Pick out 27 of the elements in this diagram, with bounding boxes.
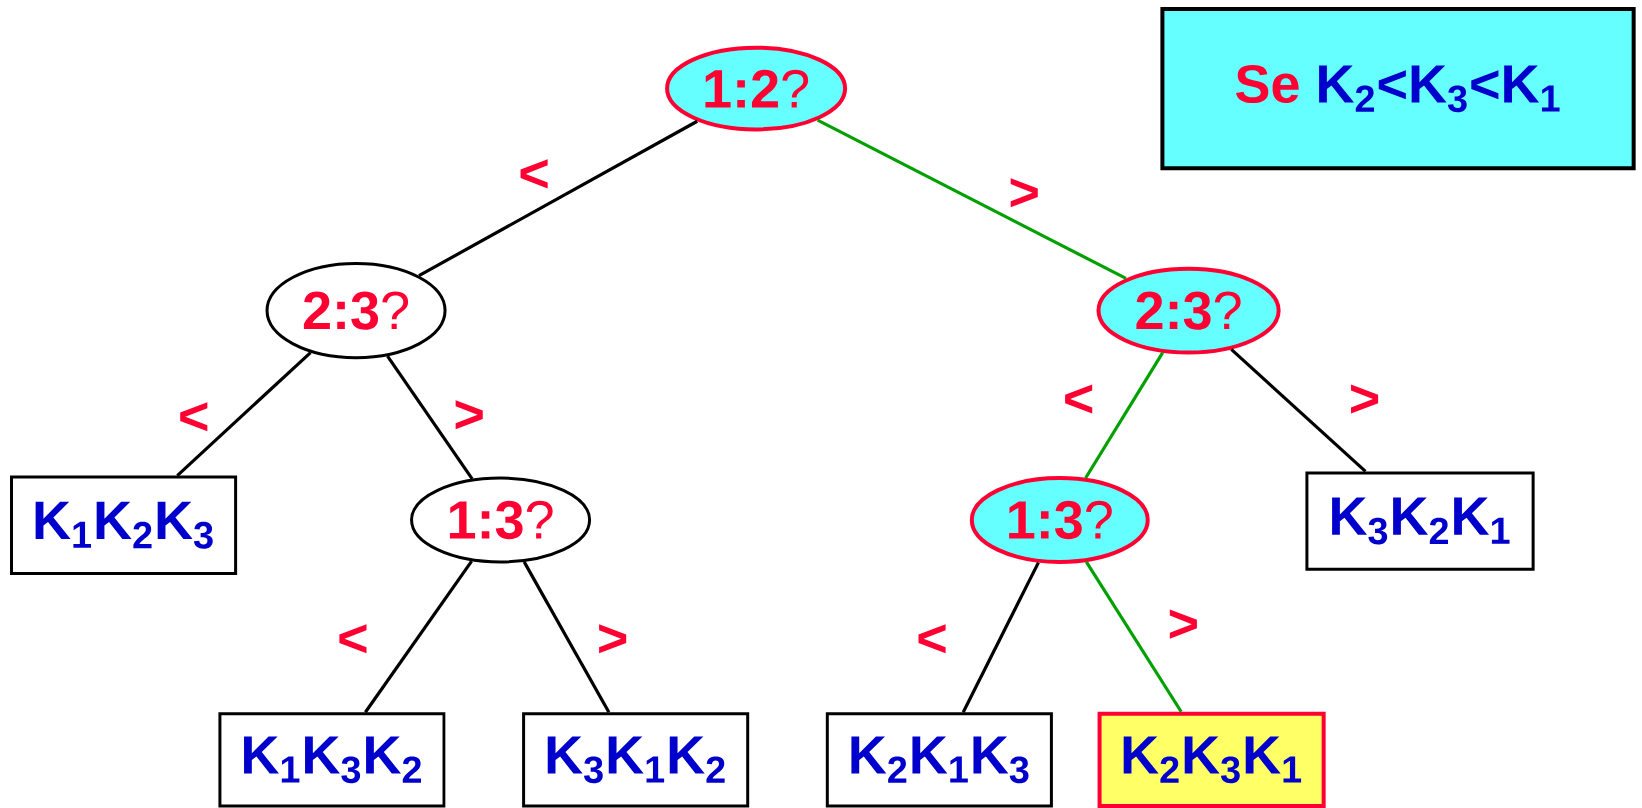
edge-label: < — [339, 624, 367, 654]
tree-edge — [386, 355, 474, 480]
edge-label: > — [1169, 609, 1197, 639]
tree-edge — [1230, 348, 1367, 473]
permutation-box: K$_{1}$K$_{3}$K$_{2}$ — [218, 712, 446, 808]
permutation-box: K$_{2}$K$_{3}$K$_{1}$ — [1097, 711, 1326, 808]
permutation-box: K$_{3}$K$_{1}$K$_{2}$ — [522, 712, 750, 808]
tree-edge — [364, 560, 473, 714]
tree-edge — [961, 561, 1040, 713]
condition-box: Se K$_{2}$<K$_{3}$<K$_{1}$ — [1160, 7, 1636, 171]
tree-edge — [1085, 561, 1183, 713]
edge-label: < — [520, 159, 548, 189]
edge-label: < — [918, 624, 946, 654]
edge-label: < — [1065, 384, 1093, 414]
edge-label: < — [180, 402, 208, 432]
permutation-box: K$_{2}$K$_{1}$K$_{3}$ — [825, 712, 1053, 808]
tree-edge — [1084, 351, 1165, 479]
tree-edge — [418, 119, 698, 278]
edge-label: > — [455, 400, 483, 430]
edge-label: > — [599, 624, 627, 654]
tree-edge — [176, 351, 312, 477]
permutation-box: K$_{1}$K$_{2}$K$_{3}$ — [10, 475, 238, 575]
permutation-box: K$_{3}$K$_{2}$K$_{1}$ — [1305, 471, 1535, 571]
edge-label: > — [1351, 384, 1379, 414]
edge-label: > — [1010, 178, 1038, 208]
tree-edge — [816, 118, 1127, 280]
tree-edge — [522, 561, 611, 714]
